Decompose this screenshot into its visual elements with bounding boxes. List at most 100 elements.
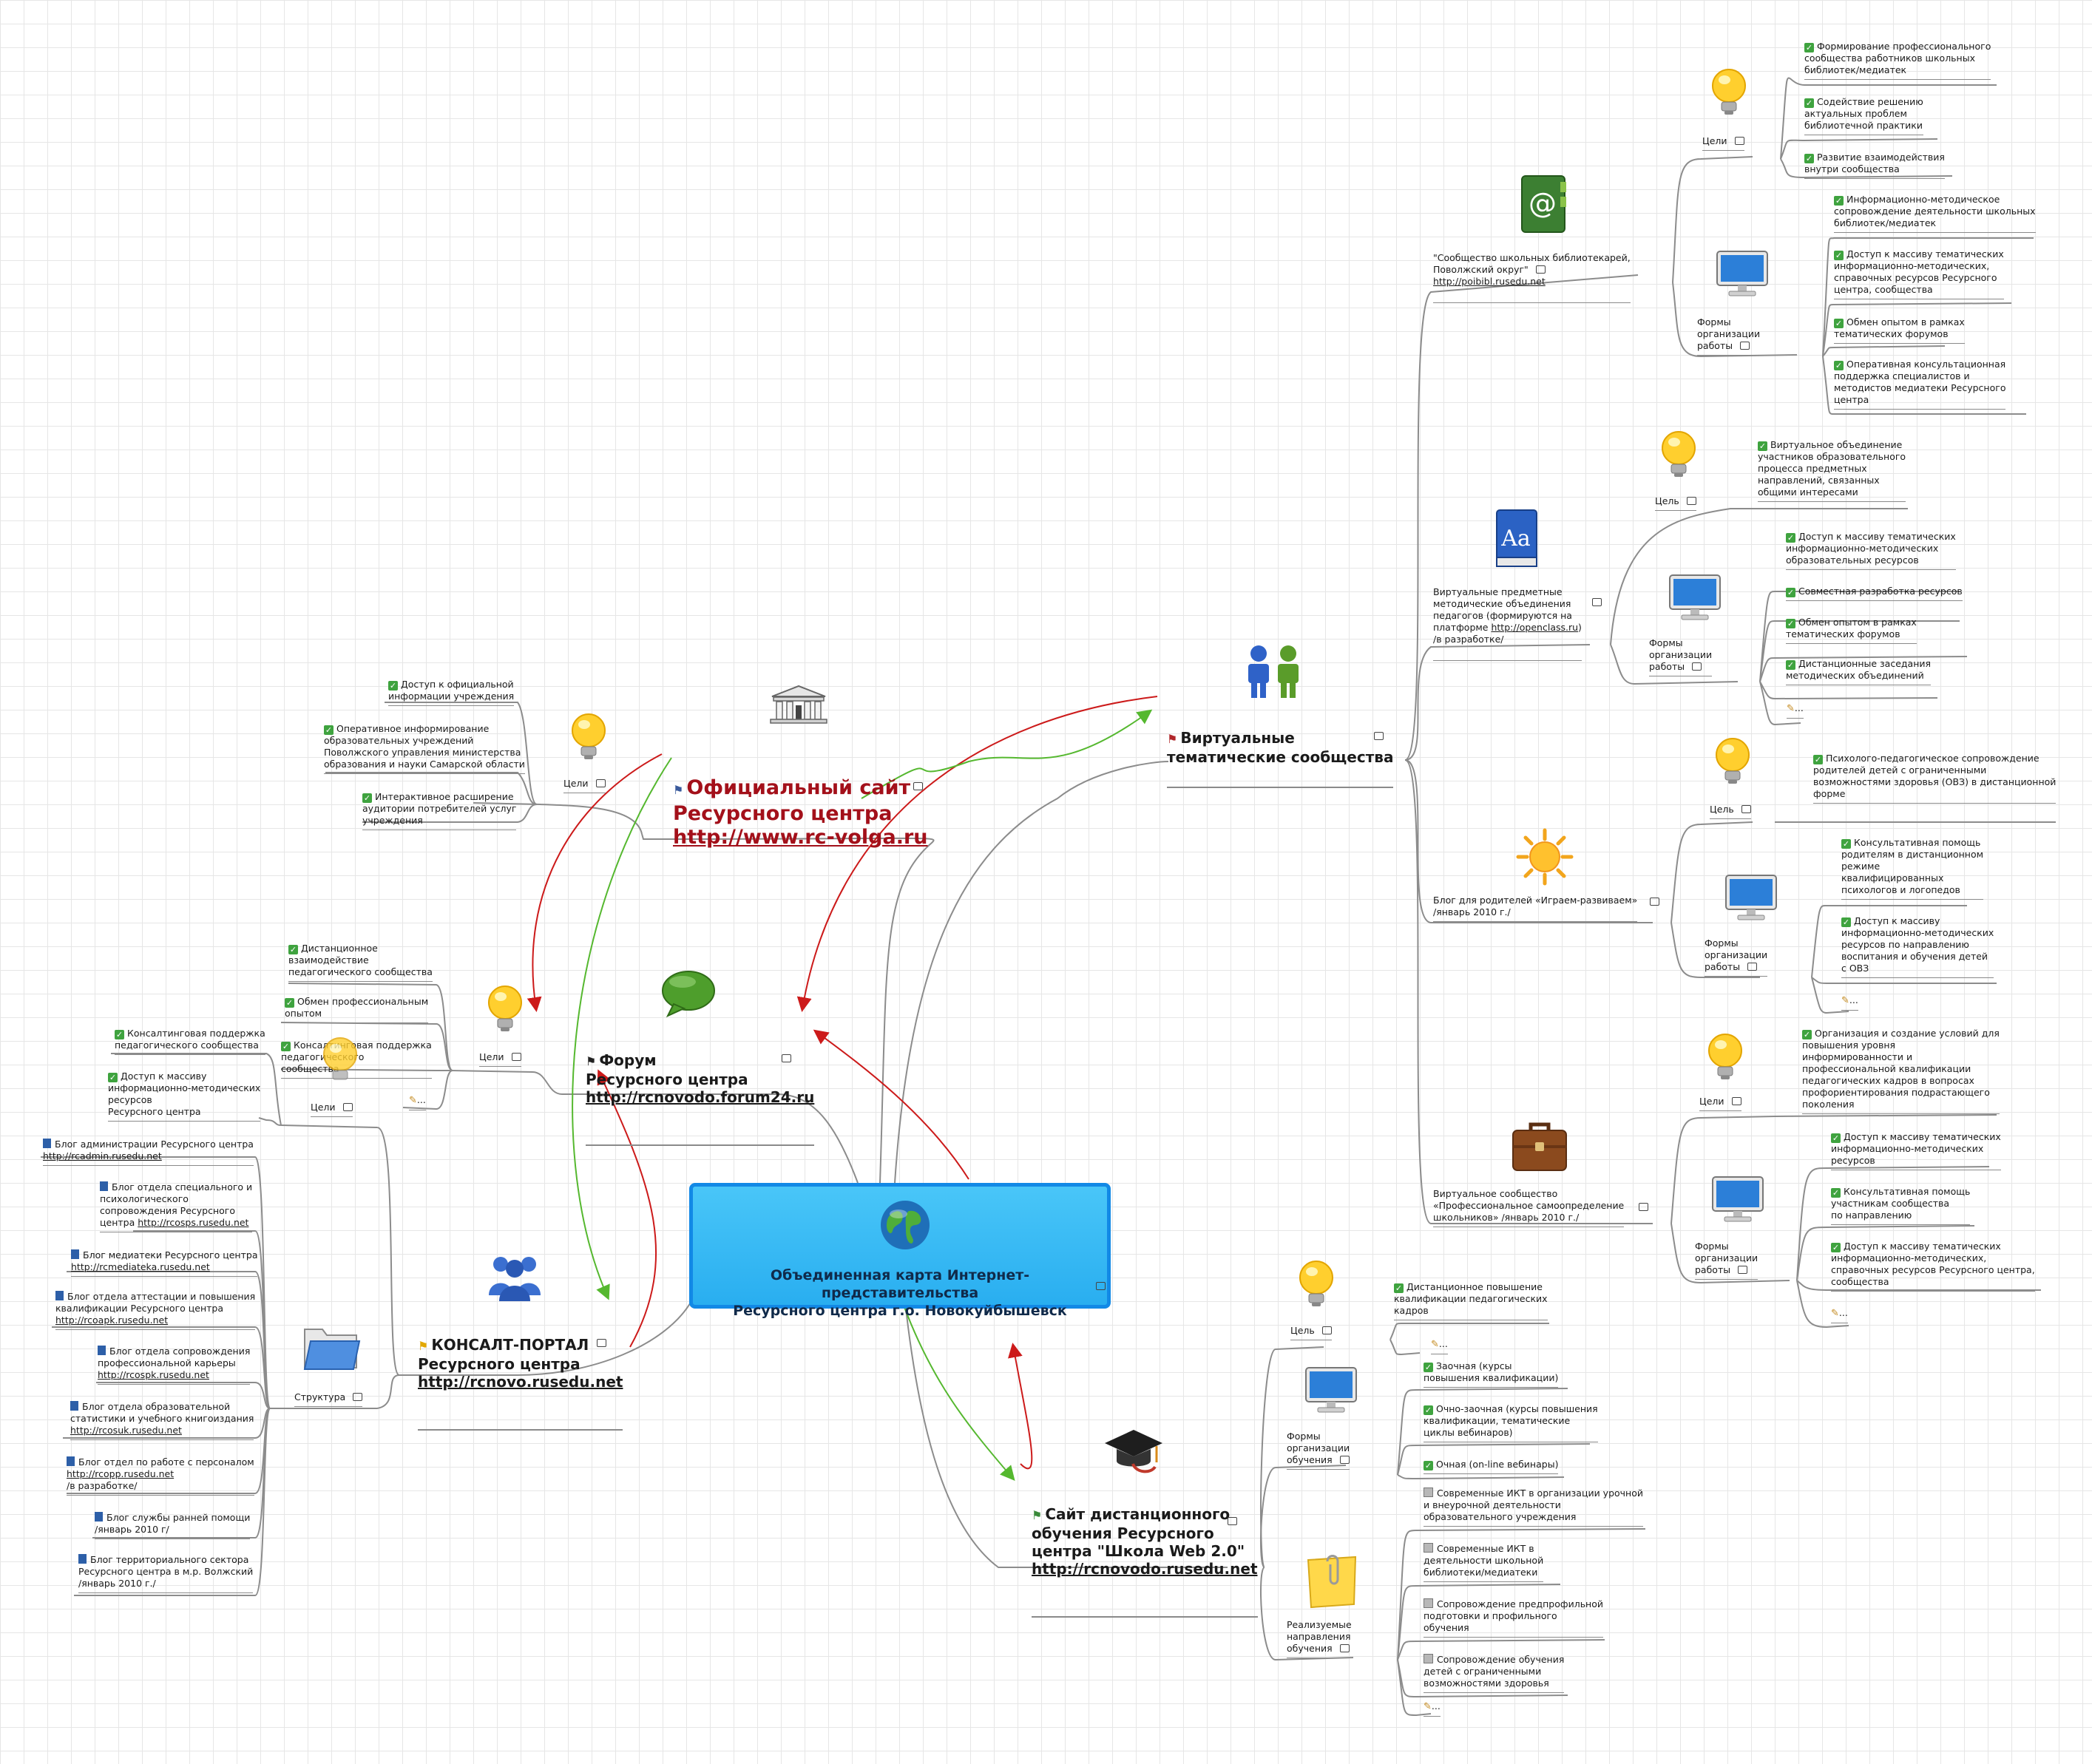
konsalt-blog-8[interactable]: Блог службы ранней помощи /январь 2010 г… (95, 1512, 251, 1539)
konsalt-goal-1[interactable]: ✓Консалтинговая поддержка педагогическог… (115, 1028, 265, 1055)
check-icon: ✓ (1841, 839, 1851, 849)
career-form-1[interactable]: ✓Доступ к массиву тематических информаци… (1831, 1131, 2001, 1170)
distance-form-2[interactable]: ✓Очно-заочная (курсы повышения квалифика… (1424, 1403, 1598, 1442)
note-icon (1424, 1598, 1433, 1608)
librarians-goal-2[interactable]: ✓Содействие решению актуальных проблем б… (1804, 96, 1923, 135)
konsalt-goal-2[interactable]: ✓Доступ к массиву информационно-методиче… (108, 1071, 261, 1122)
parents-forms-label[interactable]: Формы организации работы (1705, 937, 1768, 977)
career-form-2[interactable]: ✓Консультативная помощь участникам сообщ… (1831, 1186, 1971, 1225)
parents-goal[interactable]: ✓Психолого-педагогическое сопровождение … (1813, 753, 2057, 804)
librarians-form-2[interactable]: ✓Доступ к массиву тематических информаци… (1834, 248, 2004, 299)
official-site-link[interactable]: http://www.rc-volga.ru (673, 826, 928, 849)
konsalt-link[interactable]: http://rcnovo.rusedu.net (418, 1373, 623, 1391)
librarians-community-topic[interactable]: "Сообщество школьных библиотекарей, Пово… (1433, 240, 1631, 303)
check-icon: ✓ (1786, 660, 1795, 670)
subject-form-2[interactable]: ✓Совместная разработка ресурсов (1786, 586, 1963, 601)
career-goal-label[interactable]: Цели (1699, 1096, 1741, 1111)
official-goals-label[interactable]: Цели (563, 778, 606, 793)
subject-forms-label[interactable]: Формы организации работы (1649, 637, 1713, 676)
distance-learning-link[interactable]: http://rcnovodo.rusedu.net (1032, 1560, 1258, 1578)
distance-more[interactable]: ✎... (1424, 1700, 1441, 1717)
librarians-goal-1[interactable]: ✓Формирование профессионального сообщест… (1804, 41, 1991, 80)
konsalt-blog-2[interactable]: Блог отдела специального и психологическ… (100, 1181, 253, 1232)
konsalt-structure-label[interactable]: Структура (294, 1391, 363, 1407)
distance-direction-4[interactable]: Сопровождение обучения детей с ограничен… (1424, 1654, 1565, 1693)
distance-direction-1[interactable]: Современные ИКТ в организации урочной и … (1424, 1487, 1643, 1527)
check-icon: ✓ (1831, 1243, 1841, 1252)
openclass-link[interactable]: http://openclass.ru (1491, 622, 1579, 633)
light-bulb-icon (323, 1037, 357, 1080)
subject-goal-label[interactable]: Цель (1655, 495, 1696, 511)
librarians-goals-label[interactable]: Цели (1702, 135, 1744, 151)
distance-form-3[interactable]: ✓Очная (on-line вебинары) (1424, 1459, 1559, 1474)
career-forms-label[interactable]: Формы организации работы (1695, 1241, 1758, 1280)
book-icon (78, 1554, 87, 1564)
konsalt-goals-label[interactable]: Цели (311, 1102, 353, 1117)
forum-link[interactable]: http://rcnovodo.forum24.ru (586, 1088, 815, 1106)
sticky-note-icon (1307, 1555, 1357, 1609)
official-goal-1[interactable]: ✓Доступ к официальной информации учрежде… (388, 679, 515, 706)
book-icon (71, 1249, 79, 1259)
forum-more[interactable]: ✎... (409, 1094, 426, 1110)
parents-more[interactable]: ✎... (1841, 994, 1858, 1011)
librarians-form-4[interactable]: ✓Оперативная консультационная поддержка … (1834, 359, 2006, 410)
image-icon (1738, 1266, 1748, 1274)
parents-form-1[interactable]: ✓Консультативная помощь родителям в дист… (1841, 837, 1984, 900)
subject-associations-topic[interactable]: Виртуальные предметные методические объе… (1433, 574, 1602, 661)
parents-form-2[interactable]: ✓Доступ к массиву информационно-методиче… (1841, 915, 1994, 978)
subject-form-3[interactable]: ✓Обмен опытом в рамках тематических фору… (1786, 617, 1917, 644)
official-goal-3[interactable]: ✓Интерактивное расширение аудитории потр… (362, 791, 517, 830)
distance-goal[interactable]: ✓Дистанционное повышение квалификации пе… (1394, 1281, 1548, 1320)
official-goal-2[interactable]: ✓Оперативное информирование образователь… (324, 723, 525, 774)
librarians-goal-3[interactable]: ✓Развитие взаимодействия внутри сообщест… (1804, 152, 1945, 179)
check-icon: ✓ (1758, 441, 1767, 451)
check-icon: ✓ (1834, 361, 1844, 370)
subject-goal[interactable]: ✓Виртуальное объединение участников обра… (1758, 439, 1906, 502)
distance-directions-label[interactable]: Реализуемые направления обучения (1287, 1619, 1352, 1658)
career-form-3[interactable]: ✓Доступ к массиву тематических информаци… (1831, 1241, 2035, 1292)
forum-topic[interactable]: ⚑Форум Ресурсного центра http://rcnovodo… (586, 1034, 815, 1146)
subject-form-1[interactable]: ✓Доступ к массиву тематических информаци… (1786, 531, 1956, 570)
konsalt-blog-5[interactable]: Блог отдела сопровождения профессиональн… (98, 1346, 251, 1385)
forum-goal-1[interactable]: ✓Дистанционное взаимодействие педагогиче… (288, 943, 433, 982)
pencil-icon: ✎ (1431, 1339, 1439, 1350)
distance-form-1[interactable]: ✓Заочная (курсы повышения квалификации) (1424, 1360, 1559, 1388)
librarians-forms-label[interactable]: Формы организации работы (1697, 316, 1761, 356)
check-icon: ✓ (324, 725, 334, 735)
image-icon (1339, 1644, 1350, 1652)
subject-form-4[interactable]: ✓Дистанционные заседания методических об… (1786, 658, 1932, 685)
librarians-link[interactable]: http://poibibl.rusedu.net (1433, 276, 1546, 287)
konsalt-blog-6[interactable]: Блог отдела образовательной статистики и… (70, 1401, 254, 1440)
career-goal[interactable]: ✓Организация и создание условий для повы… (1802, 1028, 2000, 1114)
check-icon: ✓ (1424, 1363, 1433, 1372)
career-community-topic[interactable]: Виртуальное сообщество «Профессиональное… (1433, 1188, 1648, 1227)
distance-goal-more[interactable]: ✎... (1431, 1338, 1448, 1354)
image-icon (1535, 265, 1546, 274)
virtual-communities-topic[interactable]: ⚑Виртуальные тематические сообщества (1167, 711, 1394, 788)
distance-direction-3[interactable]: Сопровождение предпрофильной подготовки … (1424, 1598, 1604, 1638)
konsalt-blog-9[interactable]: Блог территориального сектора Ресурсного… (78, 1554, 254, 1593)
parents-goal-label[interactable]: Цель (1710, 804, 1751, 819)
image-icon (1734, 137, 1744, 145)
official-site-topic[interactable]: ⚑Официальный сайт Ресурсного центра http… (673, 776, 928, 849)
career-more[interactable]: ✎... (1831, 1307, 1848, 1323)
librarians-form-3[interactable]: ✓Обмен опытом в рамках тематических фору… (1834, 316, 1965, 344)
konsalt-topic[interactable]: ⚑КОНСАЛТ-ПОРТАЛ Ресурсного центра http:/… (418, 1318, 623, 1431)
image-icon (1740, 342, 1750, 350)
librarians-form-1[interactable]: ✓Информационно-методическое сопровождени… (1834, 194, 2036, 233)
distance-learning-topic[interactable]: ⚑Сайт дистанционного обучения Ресурсного… (1032, 1487, 1258, 1618)
distance-goal-label[interactable]: Цель (1290, 1325, 1332, 1340)
forum-goals-label[interactable]: Цели (479, 1051, 521, 1067)
image-icon (595, 779, 606, 787)
distance-forms-label[interactable]: Формы организации обучения (1287, 1431, 1350, 1470)
parents-blog-topic[interactable]: Блог для родителей «Играем-развиваем» /я… (1433, 895, 1659, 922)
distance-direction-2[interactable]: Современные ИКТ в деятельности школьной … (1424, 1543, 1544, 1582)
central-topic[interactable]: Объединенная карта Интернет-представител… (689, 1183, 1111, 1319)
forum-goal-2[interactable]: ✓Обмен профессиональным опытом (285, 996, 429, 1023)
konsalt-blog-4[interactable]: Блог отдела аттестации и повышения квали… (55, 1291, 256, 1330)
bank-building-icon (770, 685, 827, 724)
subject-more[interactable]: ✎... (1787, 702, 1804, 719)
